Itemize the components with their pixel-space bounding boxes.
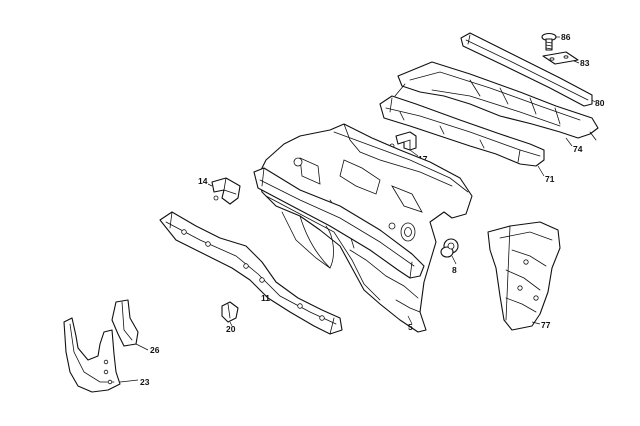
part-74-cowl-grille-panel[interactable] [394, 61, 599, 141]
svg-text:26: 26 [150, 345, 160, 355]
svg-text:14: 14 [198, 176, 208, 186]
part-80-cowl-trim-strip[interactable] [460, 32, 593, 107]
svg-text:74: 74 [573, 144, 583, 154]
callout-26: 26 [135, 343, 160, 355]
callout-74: 74 [565, 137, 583, 154]
svg-text:83: 83 [580, 58, 590, 68]
part-26-bracket[interactable] [111, 299, 139, 347]
bulkhead-crossmember [253, 167, 425, 279]
svg-text:8: 8 [452, 265, 457, 275]
callout-83: 83 [573, 58, 590, 68]
svg-text:77: 77 [541, 320, 551, 330]
svg-text:20: 20 [226, 324, 236, 334]
svg-text:11: 11 [261, 293, 270, 303]
callout-77: 77 [531, 320, 551, 330]
part-14-clip[interactable] [211, 177, 241, 205]
part-20-clip[interactable] [221, 301, 239, 323]
callout-71: 71 [537, 165, 555, 184]
part-83-plate[interactable] [542, 51, 579, 65]
svg-text:5: 5 [408, 322, 413, 332]
part-11-longitudinal-member[interactable] [159, 211, 343, 335]
callout-14: 14 [198, 176, 213, 187]
callout-8: 8 [451, 255, 457, 275]
callout-86: 86 [556, 32, 571, 42]
callout-5: 5 [407, 315, 413, 332]
callout-80: 80 [591, 98, 605, 108]
callout-20: 20 [226, 321, 236, 334]
svg-text:23: 23 [140, 377, 150, 387]
svg-text:86: 86 [561, 32, 571, 42]
callout-11: 11 [261, 293, 270, 303]
callout-23: 23 [119, 377, 150, 387]
part-23-bracket[interactable] [63, 317, 121, 393]
part-77-side-panel[interactable] [487, 221, 561, 331]
part-71-cowl-channel[interactable] [379, 95, 545, 167]
svg-text:71: 71 [545, 174, 555, 184]
part-86-screw[interactable] [541, 32, 557, 51]
svg-text:80: 80 [595, 98, 605, 108]
part-8-grommet[interactable] [440, 238, 459, 258]
